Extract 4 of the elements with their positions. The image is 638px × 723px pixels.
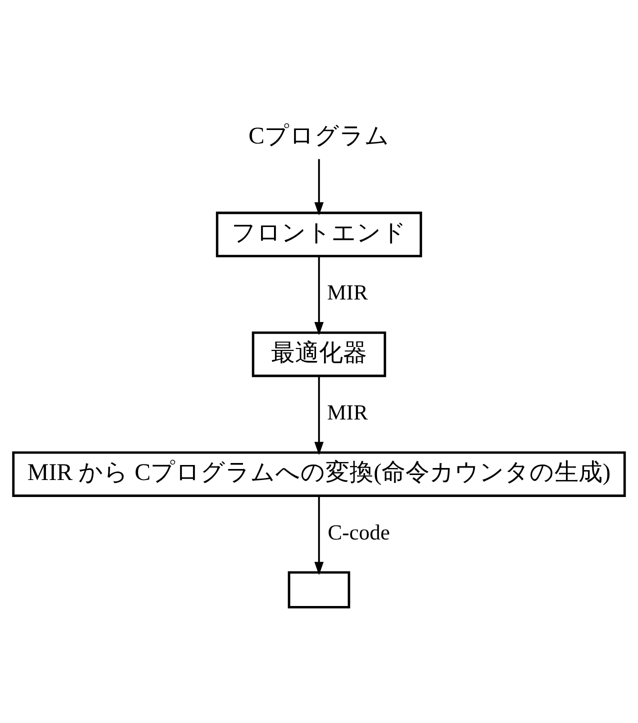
edge-label: MIR [327, 280, 368, 305]
node-text: Cプログラム [248, 123, 390, 150]
edge-label: C-code [328, 520, 390, 544]
edge-label: MIR [327, 400, 368, 425]
